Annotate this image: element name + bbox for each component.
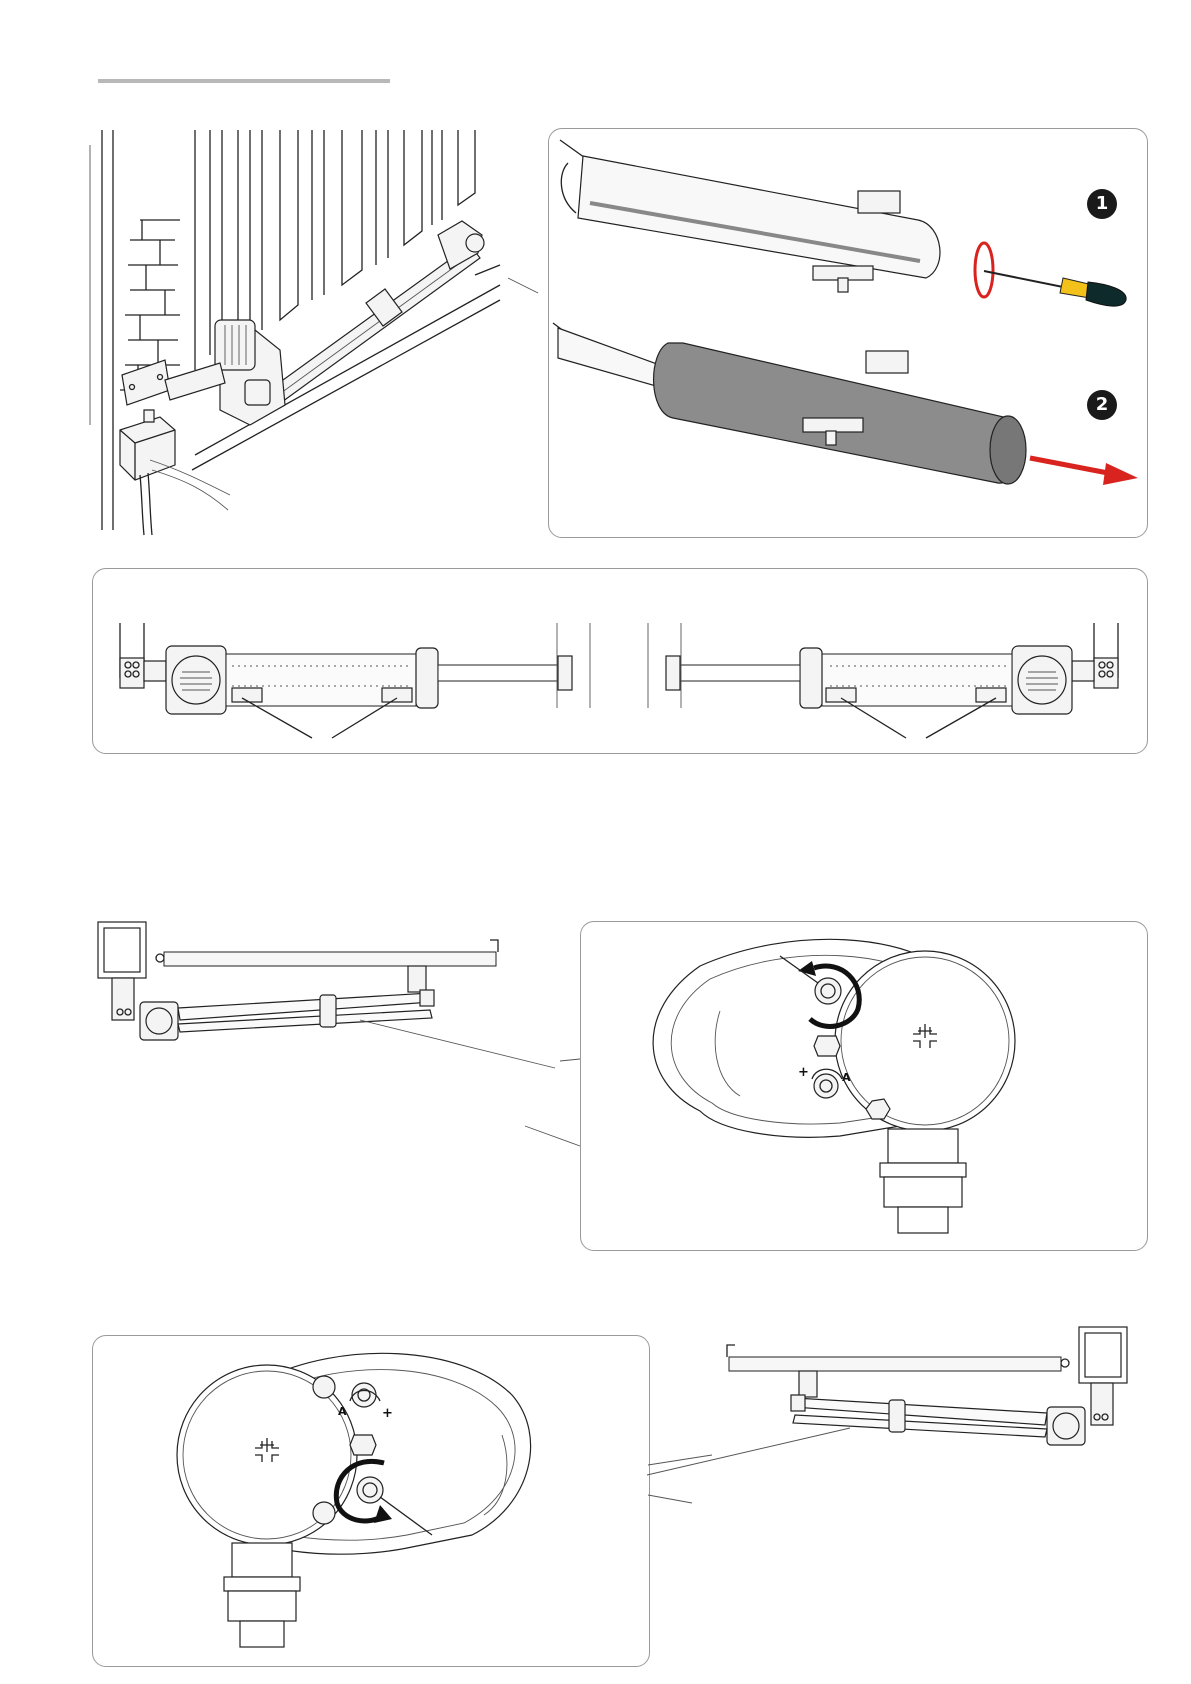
svg-text:+: + (798, 1065, 809, 1080)
svg-text:A: A (842, 1071, 851, 1084)
gate-top-view-left (90, 920, 510, 1070)
svg-text:A: A (338, 1405, 347, 1418)
pull-arrow-head (1103, 463, 1138, 485)
step-one-badge: 1 (1087, 189, 1117, 219)
gate-top-view-right (715, 1325, 1135, 1475)
gate-installation-illustration (80, 125, 540, 535)
counterclockwise-adjustment-illustration: A + (92, 1335, 648, 1665)
right-actuator-top-view (648, 623, 1118, 738)
left-actuator-top-view (120, 623, 590, 738)
actuator-top-view-illustration (92, 568, 1146, 752)
rotation-ring (975, 243, 993, 297)
svg-text:+: + (382, 1406, 393, 1421)
screwdriver-handle (1086, 282, 1126, 306)
clockwise-adjustment-illustration: + A (580, 921, 1146, 1249)
pull-arrow-shaft (1030, 458, 1108, 473)
cover-removal-illustration (548, 128, 1146, 536)
actuator-cover (654, 343, 1019, 483)
step-two-badge: 2 (1087, 390, 1117, 420)
header-rule (98, 79, 390, 83)
